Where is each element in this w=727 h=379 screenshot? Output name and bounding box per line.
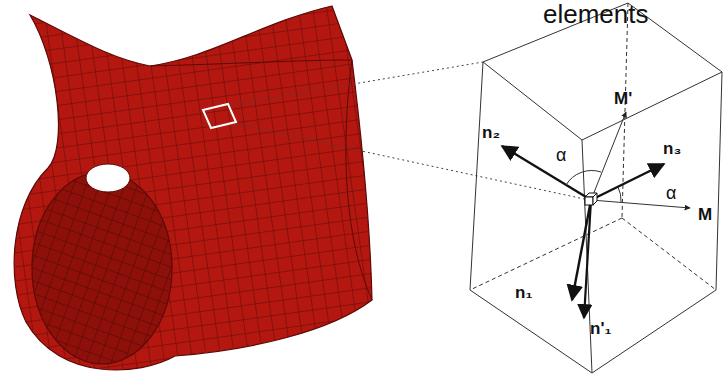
- vector-label: n₁: [515, 284, 532, 303]
- vector-label: M': [614, 90, 632, 109]
- mesh-surface: [14, 6, 372, 370]
- vector-label: M: [698, 206, 712, 225]
- vector-label: n₃: [663, 140, 681, 159]
- element-cube: [585, 193, 597, 205]
- vector-label: n₂: [482, 124, 500, 143]
- angle-label: α: [556, 146, 566, 166]
- leader-line: [230, 62, 589, 200]
- element-box: [470, 3, 722, 373]
- vector-label: n'₁: [590, 320, 611, 339]
- caption-label: elements: [543, 0, 649, 29]
- vector-arrow: [502, 112, 690, 318]
- angle-label: α: [666, 184, 676, 204]
